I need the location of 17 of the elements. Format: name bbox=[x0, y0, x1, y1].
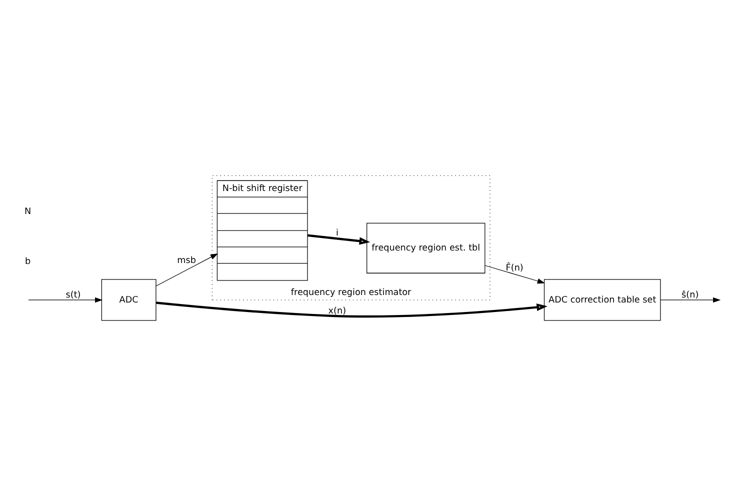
arrow bbox=[307, 234, 370, 244]
node-box: frequency region est. tbl bbox=[366, 222, 486, 273]
edge-label: i bbox=[336, 228, 338, 238]
arrow bbox=[28, 296, 103, 302]
arrow bbox=[484, 264, 545, 284]
edge-label: F̂(n) bbox=[506, 262, 524, 273]
node-box: ADC correction table set bbox=[544, 278, 661, 320]
edge-label: x(n) bbox=[328, 306, 346, 316]
label: N bbox=[24, 206, 32, 216]
arrow bbox=[660, 296, 721, 302]
edge-label: s(t) bbox=[66, 290, 81, 300]
edge-label: msb bbox=[177, 255, 196, 266]
arrow bbox=[156, 301, 548, 318]
edge-label: ŝ(n) bbox=[682, 290, 699, 300]
arrow bbox=[156, 252, 218, 286]
label: b bbox=[25, 256, 31, 266]
node-box: ADC bbox=[101, 278, 156, 320]
